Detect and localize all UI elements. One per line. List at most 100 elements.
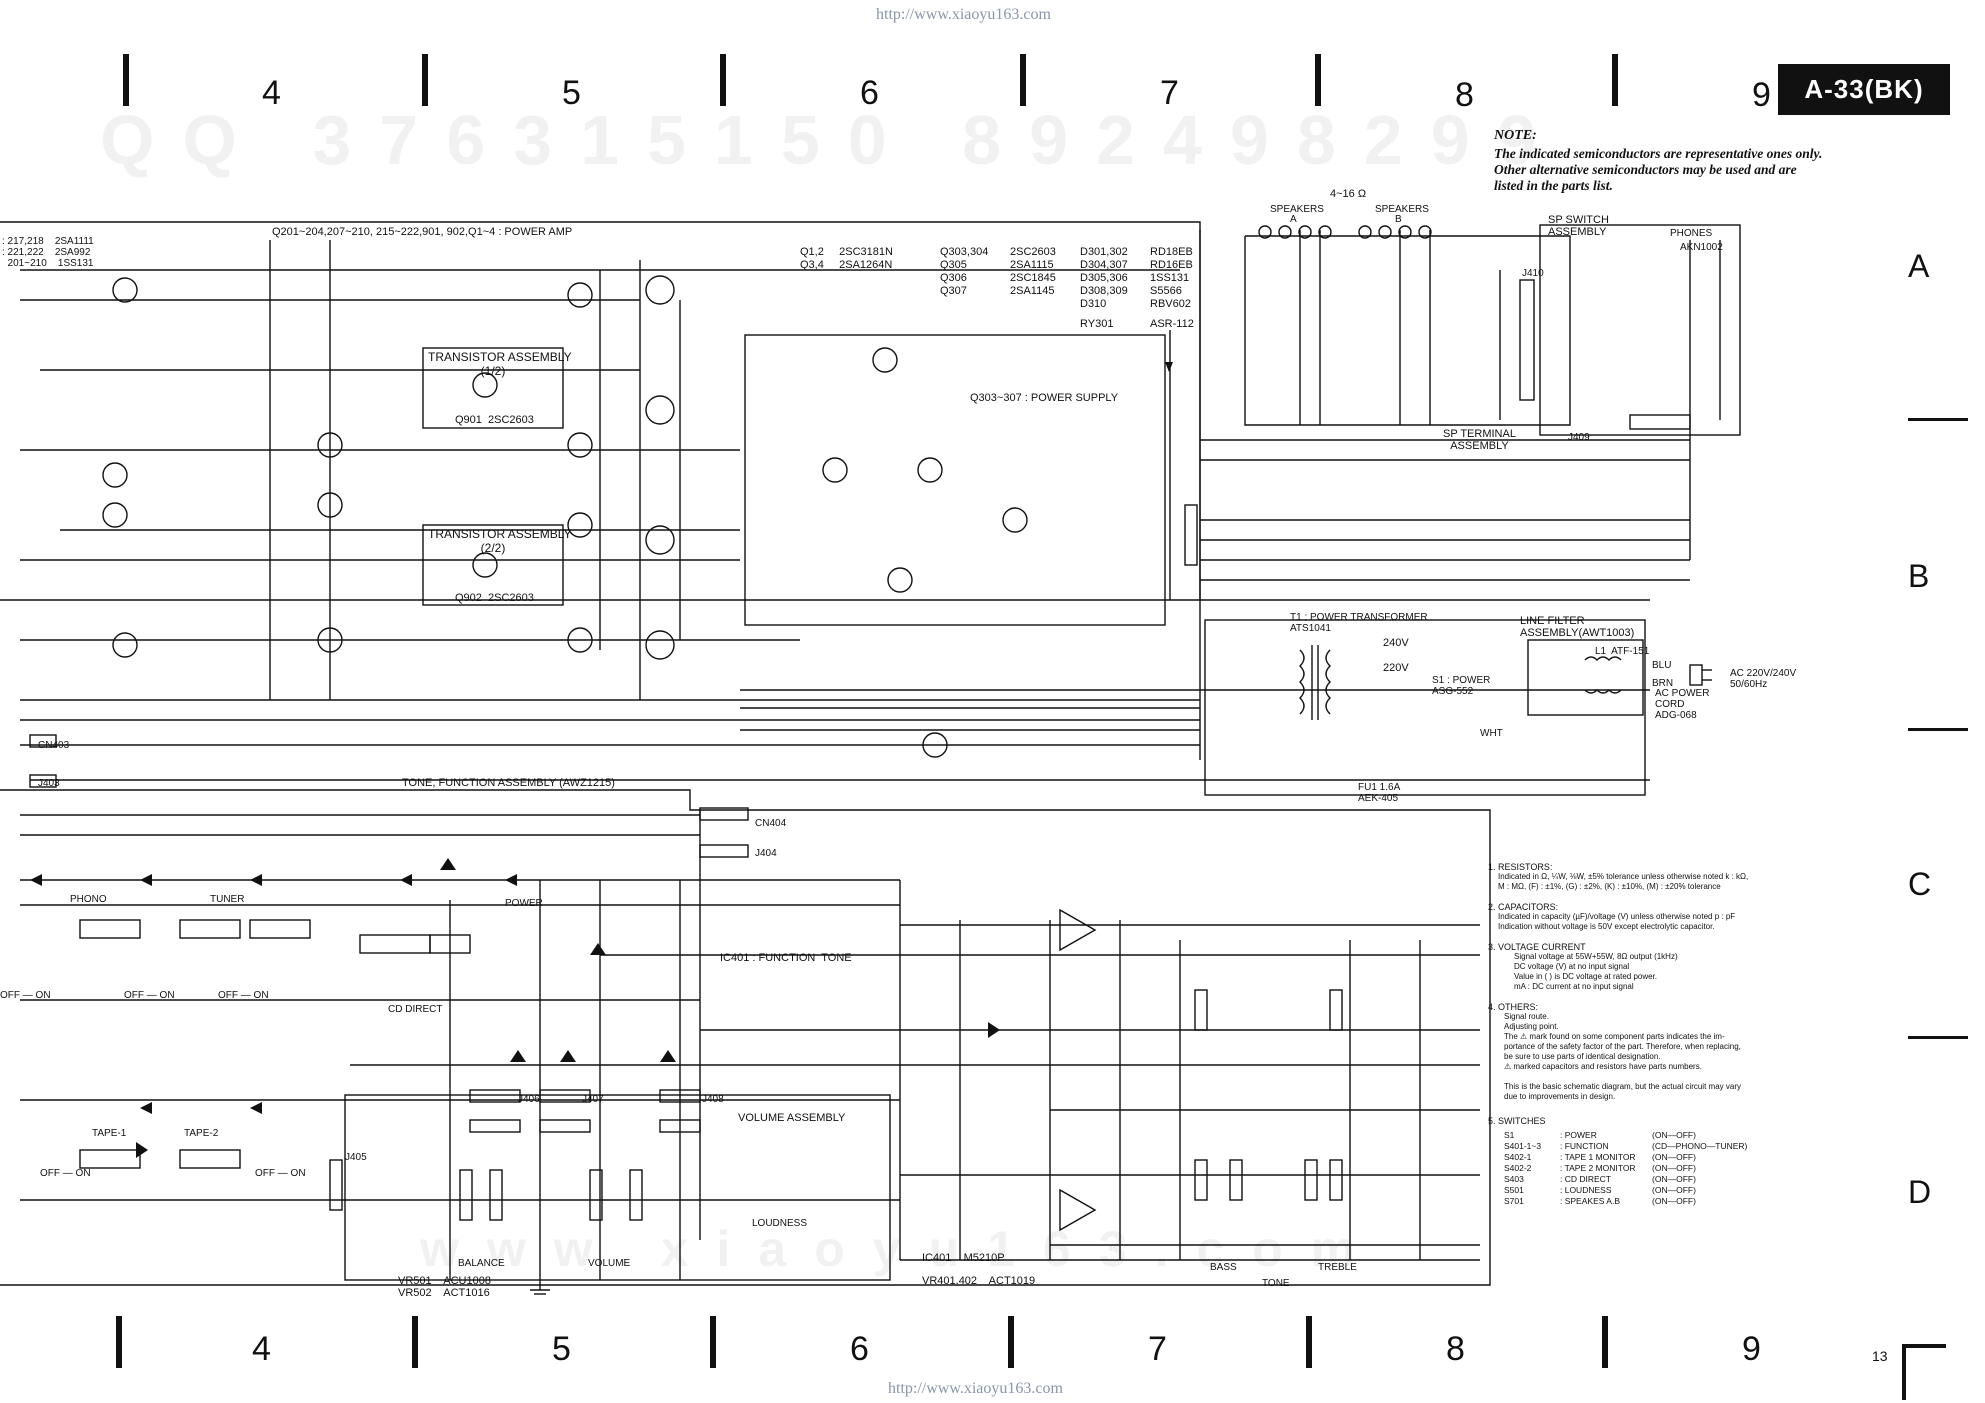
transistor-assembly-box-2 [422,524,564,606]
column-number: 4 [262,74,281,112]
row-letter: C [1908,866,1932,902]
watermark-qq: QQ 376315150 892498299 [100,101,1565,179]
signal-arrow [440,858,456,870]
grid-tick [720,54,726,106]
signal-arrow [590,943,606,955]
label-volume: VOLUME [588,1258,631,1269]
transformer-area [1204,619,1646,796]
switch-cell: : TAPE 2 MONITOR [1560,1163,1636,1173]
label-phones: PHONES [1670,228,1713,239]
legend-capacitors-heading: 2. CAPACITORS: [1488,902,1559,912]
column-number: 9 [1742,1330,1761,1368]
label-semis-col4: D301,302 D304,307 D305,306 D308,309 D310 [1080,246,1128,310]
switch-cell: S1 [1504,1130,1515,1140]
row-letter: B [1908,558,1930,594]
switch-row: S402-1: TAPE 1 MONITOR(ON—OFF) [1504,1152,1888,1163]
switch-cell: : FUNCTION [1560,1141,1609,1151]
legend-resistors-heading: 1. RESISTORS: [1488,862,1553,872]
label-tape1: TAPE-1 [92,1128,127,1139]
switch-row: S402-2: TAPE 2 MONITOR(ON—OFF) [1504,1163,1888,1174]
label-j407: J407 [582,1094,604,1105]
switch-cell: : CD DIRECT [1560,1174,1611,1184]
label-vr401: VR401,402 ACT1019 [922,1275,1036,1287]
note-text: The indicated semiconductors are represe… [1494,146,1823,193]
url-top[interactable]: http://www.xiaoyu163.com [876,6,1051,23]
switch-cell: (CD—PHONO—TUNER) [1652,1141,1748,1151]
column-number: 4 [252,1330,271,1368]
label-q901: Q901 2SC2603 [455,414,534,426]
label-tuner: TUNER [210,894,245,905]
url-bottom[interactable]: http://www.xiaoyu163.com [888,1380,1063,1397]
label-tone: TONE [1262,1278,1290,1289]
grid-tick [710,1316,716,1368]
switch-cell: : SPEAKES A.B [1560,1196,1621,1206]
label-impedance: 4~16 Ω [1330,188,1367,200]
grid-tick [1306,1316,1312,1368]
label-asr: ASR-112 [1150,318,1194,330]
switch-row: S403 : CD DIRECT (ON—OFF) [1504,1174,1888,1185]
switch-cell: S403 [1504,1174,1524,1184]
switch-table: S1: POWER(ON—OFF)S401-1~3 : FUNCTION (CD—P… [1504,1130,1888,1207]
label-off-on-3[interactable]: OFF — ON [218,990,269,1001]
model-badge: A-33(BK) [1778,64,1950,115]
switch-cell: (ON—OFF) [1652,1185,1696,1195]
sp-terminal-board [1244,235,1571,426]
legend-others: Signal route. Adjusting point. The ⚠ mar… [1504,1012,1741,1101]
label-ry301: RY301 [1080,318,1114,330]
label-off-on-5[interactable]: OFF — ON [255,1168,306,1179]
grid-tick [1008,1316,1014,1368]
power-supply-region [744,334,1166,626]
switch-cell: S402-1 [1504,1152,1532,1162]
opamp-ic401-2 [1059,1188,1097,1232]
label-off-on-1[interactable]: OFF — ON [0,990,51,1001]
label-240v: 240V [1383,637,1409,649]
label-tape2: TAPE-2 [184,1128,219,1139]
switch-cell: (ON—OFF) [1652,1174,1696,1184]
label-s1-power[interactable]: S1 : POWER ASG-552 [1432,675,1491,697]
label-transformer: T1 : POWER TRANSFORMER ATS1041 [1290,612,1428,634]
switch-row: S501: LOUDNESS(ON—OFF) [1504,1185,1888,1196]
label-cn404: CN404 [755,818,787,829]
opamp-ic401-1 [1059,908,1097,952]
label-blu: BLU [1652,660,1672,671]
grid-tick [1602,1316,1608,1368]
switch-cell: S501 [1504,1185,1524,1195]
label-j408: J408 [702,1094,724,1105]
grid-tick [412,1316,418,1368]
label-transistor-assembly-2: TRANSISTOR ASSEMBLY (2/2) [428,527,572,555]
label-semis-col2: Q303,304 Q305 Q306 Q307 [940,246,989,297]
switch-cell: S402-2 [1504,1163,1532,1173]
corner-mark [1902,1344,1946,1348]
row-divider [1908,1036,1968,1039]
switch-cell: (ON—OFF) [1652,1130,1696,1140]
signal-arrow [1165,362,1173,372]
label-j406: J406 [518,1094,540,1105]
column-number: 5 [562,74,581,112]
legend-others-heading: 4. OTHERS: [1488,1002,1539,1012]
switch-cell: S401-1~3 [1504,1141,1542,1151]
grid-tick [1020,54,1026,106]
grid-tick [116,1316,122,1368]
label-off-on-2[interactable]: OFF — ON [124,990,175,1001]
label-semis-col3: 2SC2603 2SA1115 2SC1845 2SA1145 [1010,246,1056,297]
label-off-on-4[interactable]: OFF — ON [40,1168,91,1179]
label-sp-switch: SP SWITCH ASSEMBLY [1548,214,1609,238]
column-number: 7 [1160,74,1179,112]
column-number: 6 [860,74,879,112]
watermark-site: www.xiaoyu163.com [420,1221,1384,1277]
grid-tick [1612,54,1618,106]
label-ic401-function: IC401 : FUNCTION TONE [720,952,852,964]
label-ac-in: AC 220V/240V 50/60Hz [1730,668,1797,690]
label-speakers-a-title: SPEAKERS [1270,204,1324,215]
row-divider [1908,728,1968,731]
corner-mark [1902,1344,1906,1400]
column-number: 8 [1455,76,1474,114]
switch-row: S401-1~3 : FUNCTION (CD—PHONO—TUNER) [1504,1141,1888,1152]
label-line-filter: LINE FILTER ASSEMBLY(AWT1003) [1520,615,1635,639]
label-sp-terminal: SP TERMINAL ASSEMBLY [1443,428,1516,452]
switch-row: S1: POWER(ON—OFF) [1504,1130,1888,1141]
label-tone-assembly: TONE, FUNCTION ASSEMBLY (AWZ1215) [402,777,615,789]
label-vr501: VR501 ACU1008 VR502 ACT1016 [398,1275,491,1299]
transistor-assembly-box-1 [422,347,564,429]
label-ic401: IC401 M5210P [922,1252,1005,1264]
